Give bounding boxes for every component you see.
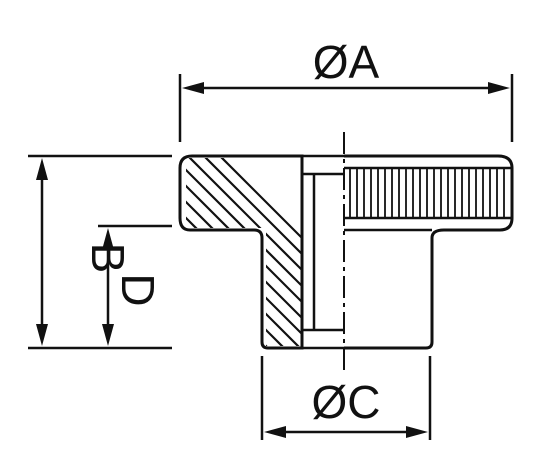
dim-d-arrow-top: [102, 228, 114, 250]
section-outline: [178, 154, 304, 350]
dim-a-arrow-right: [488, 82, 510, 94]
hatch-line: [0, 100, 136, 360]
hatch-line: [186, 158, 302, 346]
dimension-b: B: [28, 154, 172, 350]
hatch-line: [0, 100, 184, 360]
dimension-a: ØA: [178, 36, 514, 142]
exterior-outline: [344, 154, 514, 350]
hatch-line: [186, 158, 201, 346]
dim-a-arrow-left: [182, 82, 204, 94]
dim-b-arrow-bottom: [36, 324, 48, 346]
hatch-line: [0, 100, 168, 360]
knurl-pattern: [349, 168, 505, 218]
hatch-line: [0, 100, 120, 360]
dim-c-label: ØC: [312, 376, 381, 428]
dimension-c: ØC: [260, 356, 432, 440]
hatch-line: [186, 158, 302, 346]
dim-d-arrow-bottom: [102, 324, 114, 346]
knob-nut-part: [0, 100, 514, 370]
dim-d-label: D: [112, 273, 164, 306]
dim-a-label: ØA: [313, 36, 380, 88]
dimension-d: D: [98, 224, 172, 346]
dim-b-arrow-top: [36, 158, 48, 180]
hatch-line: [0, 100, 152, 360]
dim-c-arrow-left: [264, 426, 286, 438]
hatch-line: [186, 158, 302, 346]
dim-c-arrow-right: [406, 426, 428, 438]
